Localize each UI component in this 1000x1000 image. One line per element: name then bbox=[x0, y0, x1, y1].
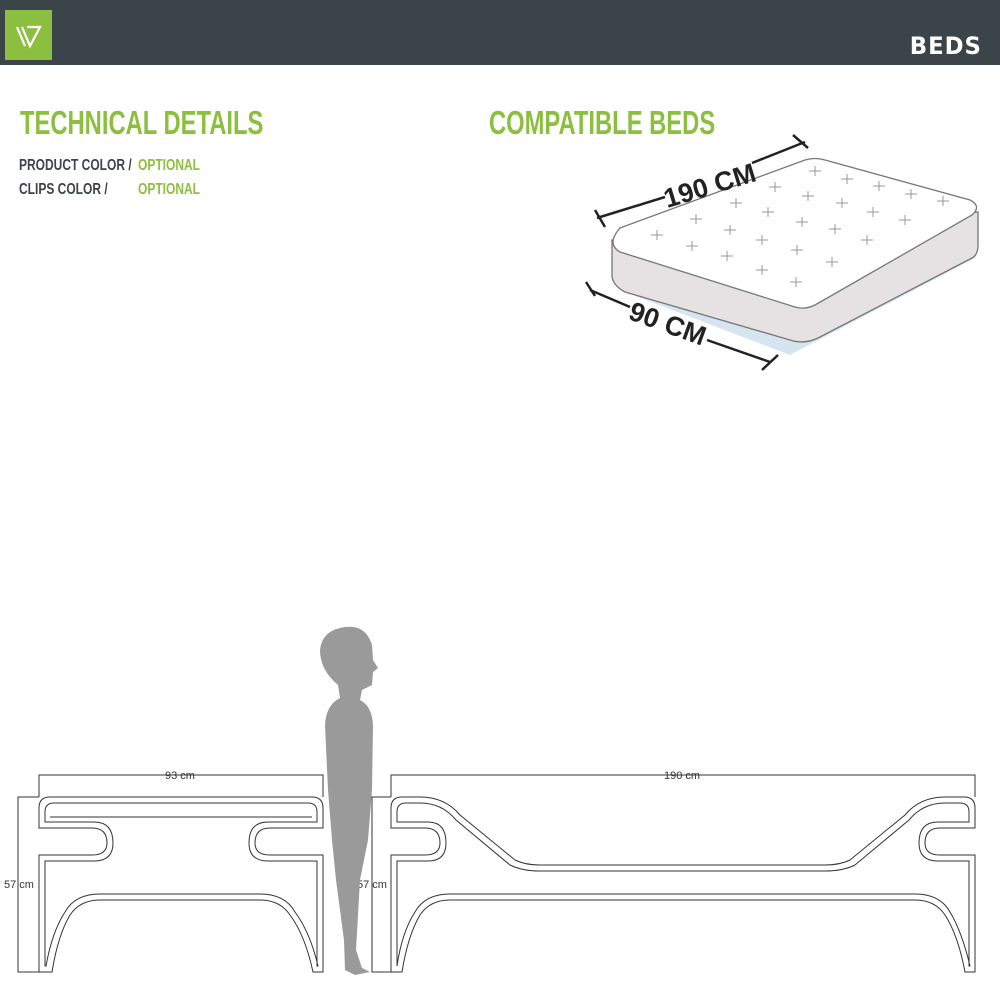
quilt-cross-icon bbox=[756, 235, 768, 245]
brand-logo[interactable] bbox=[5, 10, 52, 60]
quilt-cross-icon bbox=[899, 215, 911, 225]
mattress-top bbox=[612, 157, 978, 309]
logo-w-icon bbox=[15, 25, 42, 49]
side-width-label: 93 cm bbox=[165, 770, 195, 782]
quilt-cross-icon bbox=[686, 241, 698, 251]
quilt-cross-icon bbox=[841, 174, 853, 184]
quilt-cross-icon bbox=[809, 166, 821, 176]
mattress-side bbox=[611, 211, 979, 343]
quilt-cross-icon bbox=[836, 198, 848, 208]
quilt-cross-icon bbox=[651, 230, 663, 240]
quilt-cross-icon bbox=[873, 181, 885, 191]
section-title: BEDS bbox=[909, 32, 982, 60]
quilt-cross-icon bbox=[791, 245, 803, 255]
side-height-label: 57 cm bbox=[4, 879, 34, 891]
quilt-cross-icon bbox=[790, 277, 802, 287]
quilt-cross-icon bbox=[762, 207, 774, 217]
quilt-cross-icon bbox=[905, 189, 917, 199]
quilt-cross-icon bbox=[796, 217, 808, 227]
clips-color-label: CLIPS COLOR / bbox=[19, 181, 108, 198]
long-height-label: 57 cm bbox=[357, 879, 387, 891]
quilt-cross-icon bbox=[802, 191, 814, 201]
long-length-label: 190 cm bbox=[664, 770, 700, 782]
compatible-beds-title: COMPATIBLE BEDS bbox=[489, 104, 716, 141]
side-view-drawing bbox=[17, 774, 324, 973]
dimension-lines bbox=[584, 134, 809, 371]
quilt-cross-icon bbox=[756, 265, 768, 275]
product-color-value: OPTIONAL bbox=[138, 157, 201, 174]
quilt-cross-icon bbox=[937, 196, 949, 206]
quilt-cross-icon bbox=[861, 235, 873, 245]
quilt-crosses bbox=[651, 166, 949, 287]
mattress-width-label: 90 CM bbox=[625, 296, 710, 351]
quilt-cross-icon bbox=[826, 257, 838, 267]
long-view-drawing bbox=[371, 774, 976, 973]
quilt-cross-icon bbox=[769, 182, 781, 192]
header-bar: BEDS bbox=[0, 0, 1000, 65]
clips-color-value: OPTIONAL bbox=[138, 181, 201, 198]
technical-details-title: TECHNICAL DETAILS bbox=[20, 104, 264, 141]
person-silhouette bbox=[320, 626, 378, 975]
quilt-cross-icon bbox=[721, 251, 733, 261]
mattress-length-label: 190 CM bbox=[660, 158, 759, 214]
quilt-cross-icon bbox=[730, 198, 742, 208]
mattress-base bbox=[620, 245, 975, 355]
quilt-cross-icon bbox=[829, 224, 841, 234]
quilt-cross-icon bbox=[690, 214, 702, 224]
quilt-cross-icon bbox=[724, 225, 736, 235]
product-color-label: PRODUCT COLOR / bbox=[19, 157, 132, 174]
quilt-cross-icon bbox=[867, 207, 879, 217]
